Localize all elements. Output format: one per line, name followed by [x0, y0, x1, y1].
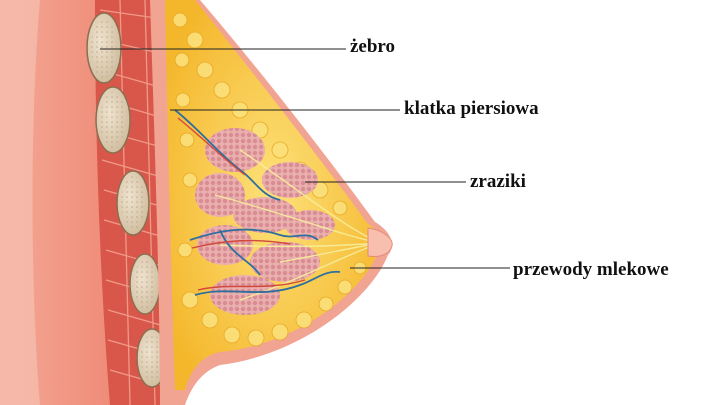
label-lobules: zraziki — [470, 172, 526, 191]
label-chest-wall: klatka piersiowa — [404, 99, 539, 118]
label-rib: żebro — [350, 37, 395, 56]
nipple — [368, 228, 392, 257]
label-milk-ducts: przewody mlekowe — [513, 260, 669, 279]
